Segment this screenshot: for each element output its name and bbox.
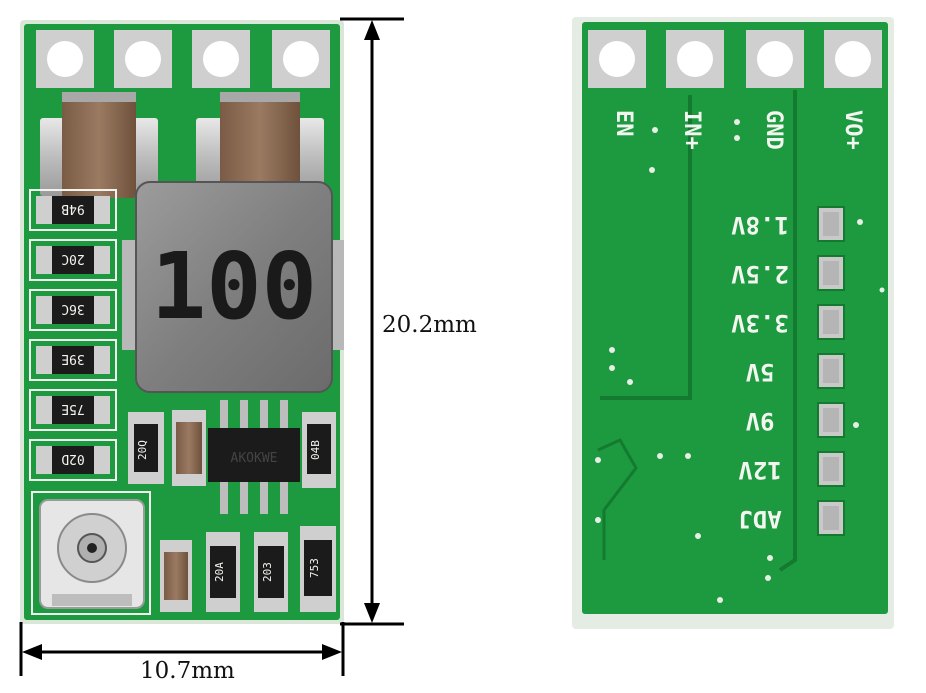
bottom-components: 20A 203 753	[160, 526, 336, 612]
ic-marking: AKOKWE	[231, 451, 278, 466]
voltage-label: 3.3V	[731, 309, 789, 337]
voltage-label: 2.5V	[731, 260, 789, 288]
inductor: 100	[122, 181, 344, 393]
resistor: 36C	[29, 289, 117, 331]
pin-label-in: IN+	[679, 110, 704, 150]
marking-20q: 20Q	[136, 440, 149, 460]
dimension-height: 20.2mm	[340, 17, 477, 626]
marking-753: 753	[308, 558, 321, 578]
resistor: 20C	[29, 239, 117, 281]
capacitor-right	[196, 92, 324, 198]
voltage-option: 2.5V	[731, 255, 845, 291]
trace-left	[600, 95, 692, 400]
potentiometer	[31, 491, 151, 615]
voltage-option: 9V	[746, 402, 845, 438]
resistor-marking: 75E	[61, 401, 84, 416]
pin-labels: EN IN+ GND VO+	[611, 110, 865, 150]
trace-right	[778, 90, 797, 572]
pin-label-gnd: GND	[761, 110, 786, 150]
marking-203: 203	[261, 562, 274, 582]
resistor-marking: 20C	[61, 251, 84, 266]
trace-bottom	[597, 438, 638, 560]
front-header-pads	[36, 30, 330, 88]
inductor-marking: 100	[151, 233, 317, 340]
back-pcb: EN IN+ GND VO+ 1.8V 2.5V 3.3V 5V 9V 12V ADJ	[572, 17, 894, 629]
voltage-option: 3.3V	[731, 304, 845, 340]
voltage-label: 5V	[746, 358, 775, 386]
resistor-marking: 02D	[61, 451, 85, 466]
small-components: 20Q 04B	[128, 410, 336, 488]
resistor-column: 94B 20C 36C 39E 75E 02D	[29, 189, 117, 481]
marking-04b: 04B	[309, 440, 322, 460]
resistor-marking: 39E	[61, 351, 84, 366]
dimension-width: 10.7mm	[19, 622, 345, 684]
vias	[595, 119, 885, 603]
voltage-label: 9V	[746, 407, 775, 435]
back-header-pads	[588, 30, 882, 88]
voltage-option: 12V	[738, 451, 845, 487]
voltage-option: ADJ	[738, 500, 845, 536]
voltage-selector: 1.8V 2.5V 3.3V 5V 9V 12V ADJ	[731, 206, 845, 536]
resistor: 94B	[29, 189, 117, 231]
marking-20a: 20A	[213, 562, 226, 582]
capacitor-left	[40, 92, 158, 198]
voltage-option: 5V	[746, 353, 845, 389]
voltage-label: 12V	[738, 456, 781, 484]
voltage-label: ADJ	[738, 505, 781, 533]
width-label: 10.7mm	[140, 658, 235, 684]
height-label: 20.2mm	[382, 312, 477, 338]
pin-label-vo: VO+	[840, 110, 865, 150]
resistor: 75E	[29, 389, 117, 431]
voltage-label: 1.8V	[731, 211, 789, 239]
resistor: 39E	[29, 339, 117, 381]
resistor: 02D	[29, 439, 117, 481]
pin-label-en: EN	[611, 110, 636, 137]
ic-chip: AKOKWE	[208, 400, 300, 514]
resistor-marking: 36C	[61, 301, 84, 316]
voltage-option: 1.8V	[731, 206, 845, 242]
resistor-marking: 94B	[61, 201, 85, 216]
back-pcb-body	[582, 22, 888, 614]
